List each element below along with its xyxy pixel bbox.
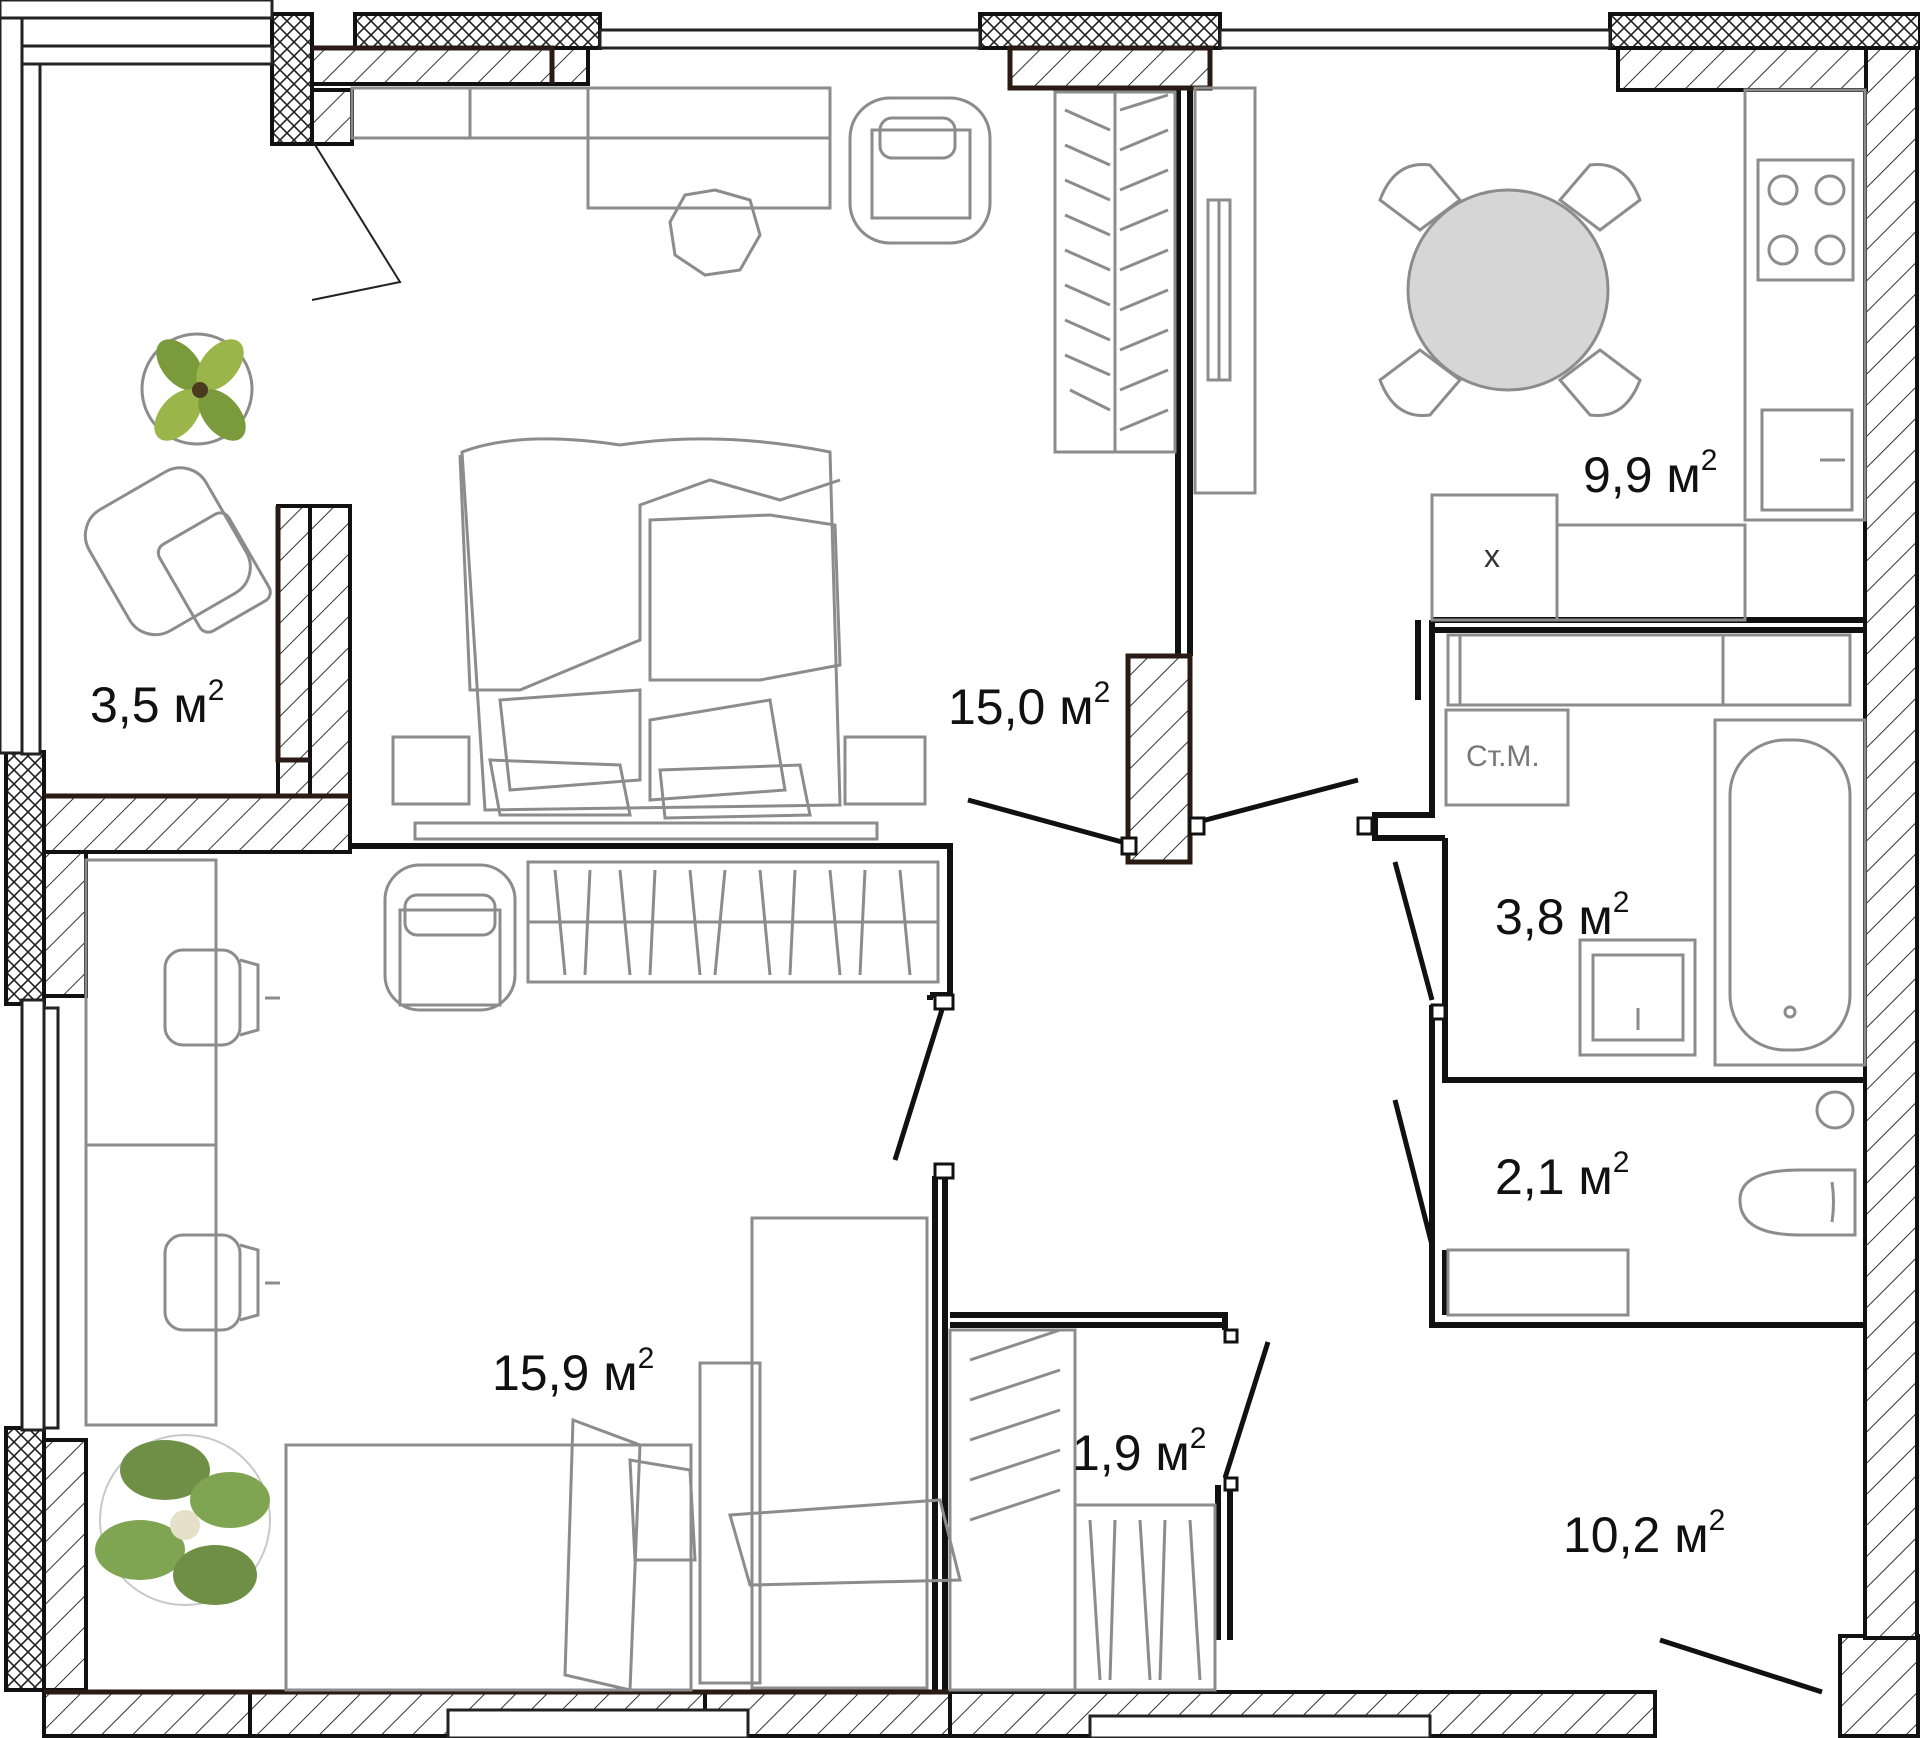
dining-table-icon <box>1378 162 1642 418</box>
room-area-bedroom: 15,0 м2 <box>948 676 1111 735</box>
wardrobe-icon <box>948 1328 1217 1692</box>
potted-plant-icon <box>140 332 254 446</box>
walls <box>4 12 1920 1738</box>
armchair-icon <box>848 96 992 245</box>
room-area-bathroom: 3,8 м2 <box>1495 886 1630 945</box>
washer-label: Ст.М. <box>1466 740 1540 773</box>
room-area-balcony: 3,5 м2 <box>90 674 225 733</box>
room-area-hallway: 10,2 м2 <box>1563 1504 1726 1563</box>
doors <box>311 139 1823 1695</box>
toilet-icon <box>1738 1168 1857 1237</box>
sink-icon <box>1578 938 1697 1057</box>
palm-plant-icon <box>95 1434 271 1606</box>
wardrobe-icon <box>1053 90 1177 454</box>
furniture <box>84 86 1867 1692</box>
bed-icon <box>391 437 927 841</box>
office-chair-icon <box>163 948 280 1047</box>
windows <box>0 0 1612 1738</box>
stove-icon <box>1756 158 1855 282</box>
room-area-kitchen: 9,9 м2 <box>1583 444 1718 503</box>
sink-icon <box>1760 408 1854 512</box>
wardrobe-icon <box>526 860 940 984</box>
armchair-icon <box>83 466 272 637</box>
room-area-wc: 2,1 м2 <box>1495 1146 1630 1205</box>
bathtub-icon <box>1713 718 1867 1067</box>
room-area-closet: 1,9 м2 <box>1072 1422 1207 1481</box>
armchair-icon <box>383 863 517 1012</box>
fridge-label: x <box>1484 538 1500 574</box>
stool-icon <box>668 188 762 277</box>
bed-icon <box>284 1216 962 1692</box>
room-area-living: 15,9 м2 <box>492 1342 655 1401</box>
office-chair-icon <box>163 1233 280 1332</box>
door-jambs <box>933 816 1447 1492</box>
